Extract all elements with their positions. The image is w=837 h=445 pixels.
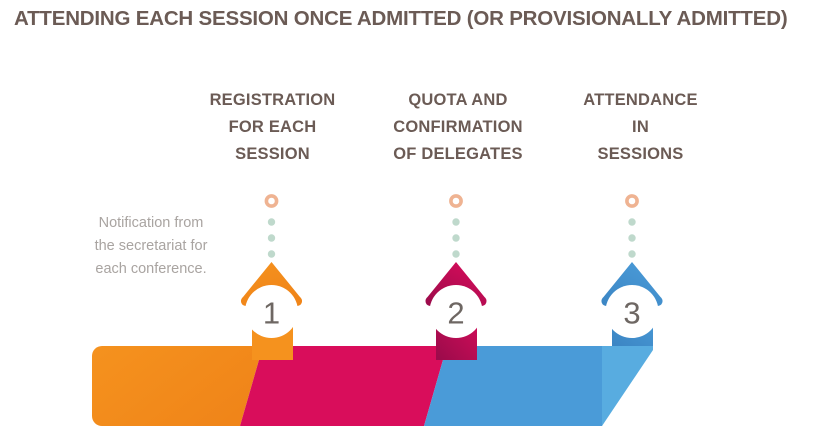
dot-icon-2a (452, 218, 460, 226)
ring-icon-1 (264, 194, 279, 208)
ribbon-segment-3 (424, 346, 625, 426)
ribbon-tail-3 (602, 346, 653, 426)
ribbon-segment-1 (92, 346, 263, 426)
step-header-1-line1: REGISTRATION (209, 91, 336, 109)
step-header-3-line3: SESSIONS (597, 145, 684, 163)
step-number-3: 3 (623, 296, 640, 331)
step-header-3: ATTENDANCE IN SESSIONS (548, 87, 733, 168)
step-number-2: 2 (447, 296, 464, 331)
step-header-3-line1: ATTENDANCE (583, 91, 698, 109)
ring-icon-3 (625, 194, 639, 208)
dot-icon-2b (452, 234, 460, 242)
ribbon-segment-2 (240, 346, 447, 426)
dot-icon-2c (452, 250, 460, 258)
step-marker-1: 1 (240, 194, 303, 360)
step-header-1-line3: SESSION (235, 145, 310, 163)
step-marker-3: 3 (601, 194, 663, 426)
dot-icon-1a (267, 218, 276, 226)
step-badge-3 (605, 285, 659, 338)
side-note-line2: the secretariat for (94, 238, 208, 254)
dot-icon-3a (628, 218, 636, 226)
step-header-2-line2: CONFIRMATION (393, 118, 523, 136)
step-header-3-line2: IN (632, 118, 649, 136)
step-badge-1 (245, 285, 298, 338)
page-title: ATTENDING EACH SESSION ONCE ADMITTED (OR… (14, 7, 788, 30)
step-header-2-line1: QUOTA AND (408, 91, 508, 109)
side-note-line3: each conference. (95, 261, 207, 277)
step-marker-2: 2 (425, 194, 487, 360)
dot-icon-1b (267, 234, 276, 242)
step-header-1-line2: FOR EACH (228, 118, 317, 136)
step-badge-2 (429, 285, 483, 338)
step-header-2: QUOTA AND CONFIRMATION OF DELEGATES (363, 87, 553, 168)
side-note: Notification from the secretariat for ea… (75, 212, 227, 281)
dot-icon-1c (267, 250, 276, 258)
dot-icon-3b (628, 234, 636, 242)
ring-icon-2 (449, 194, 463, 208)
step-number-1: 1 (263, 296, 280, 331)
ribbon-band (92, 346, 625, 426)
step-header-2-line3: OF DELEGATES (393, 145, 523, 163)
side-note-line1: Notification from (98, 215, 204, 231)
dot-icon-3c (628, 250, 636, 258)
step-header-1: REGISTRATION FOR EACH SESSION (180, 87, 365, 168)
